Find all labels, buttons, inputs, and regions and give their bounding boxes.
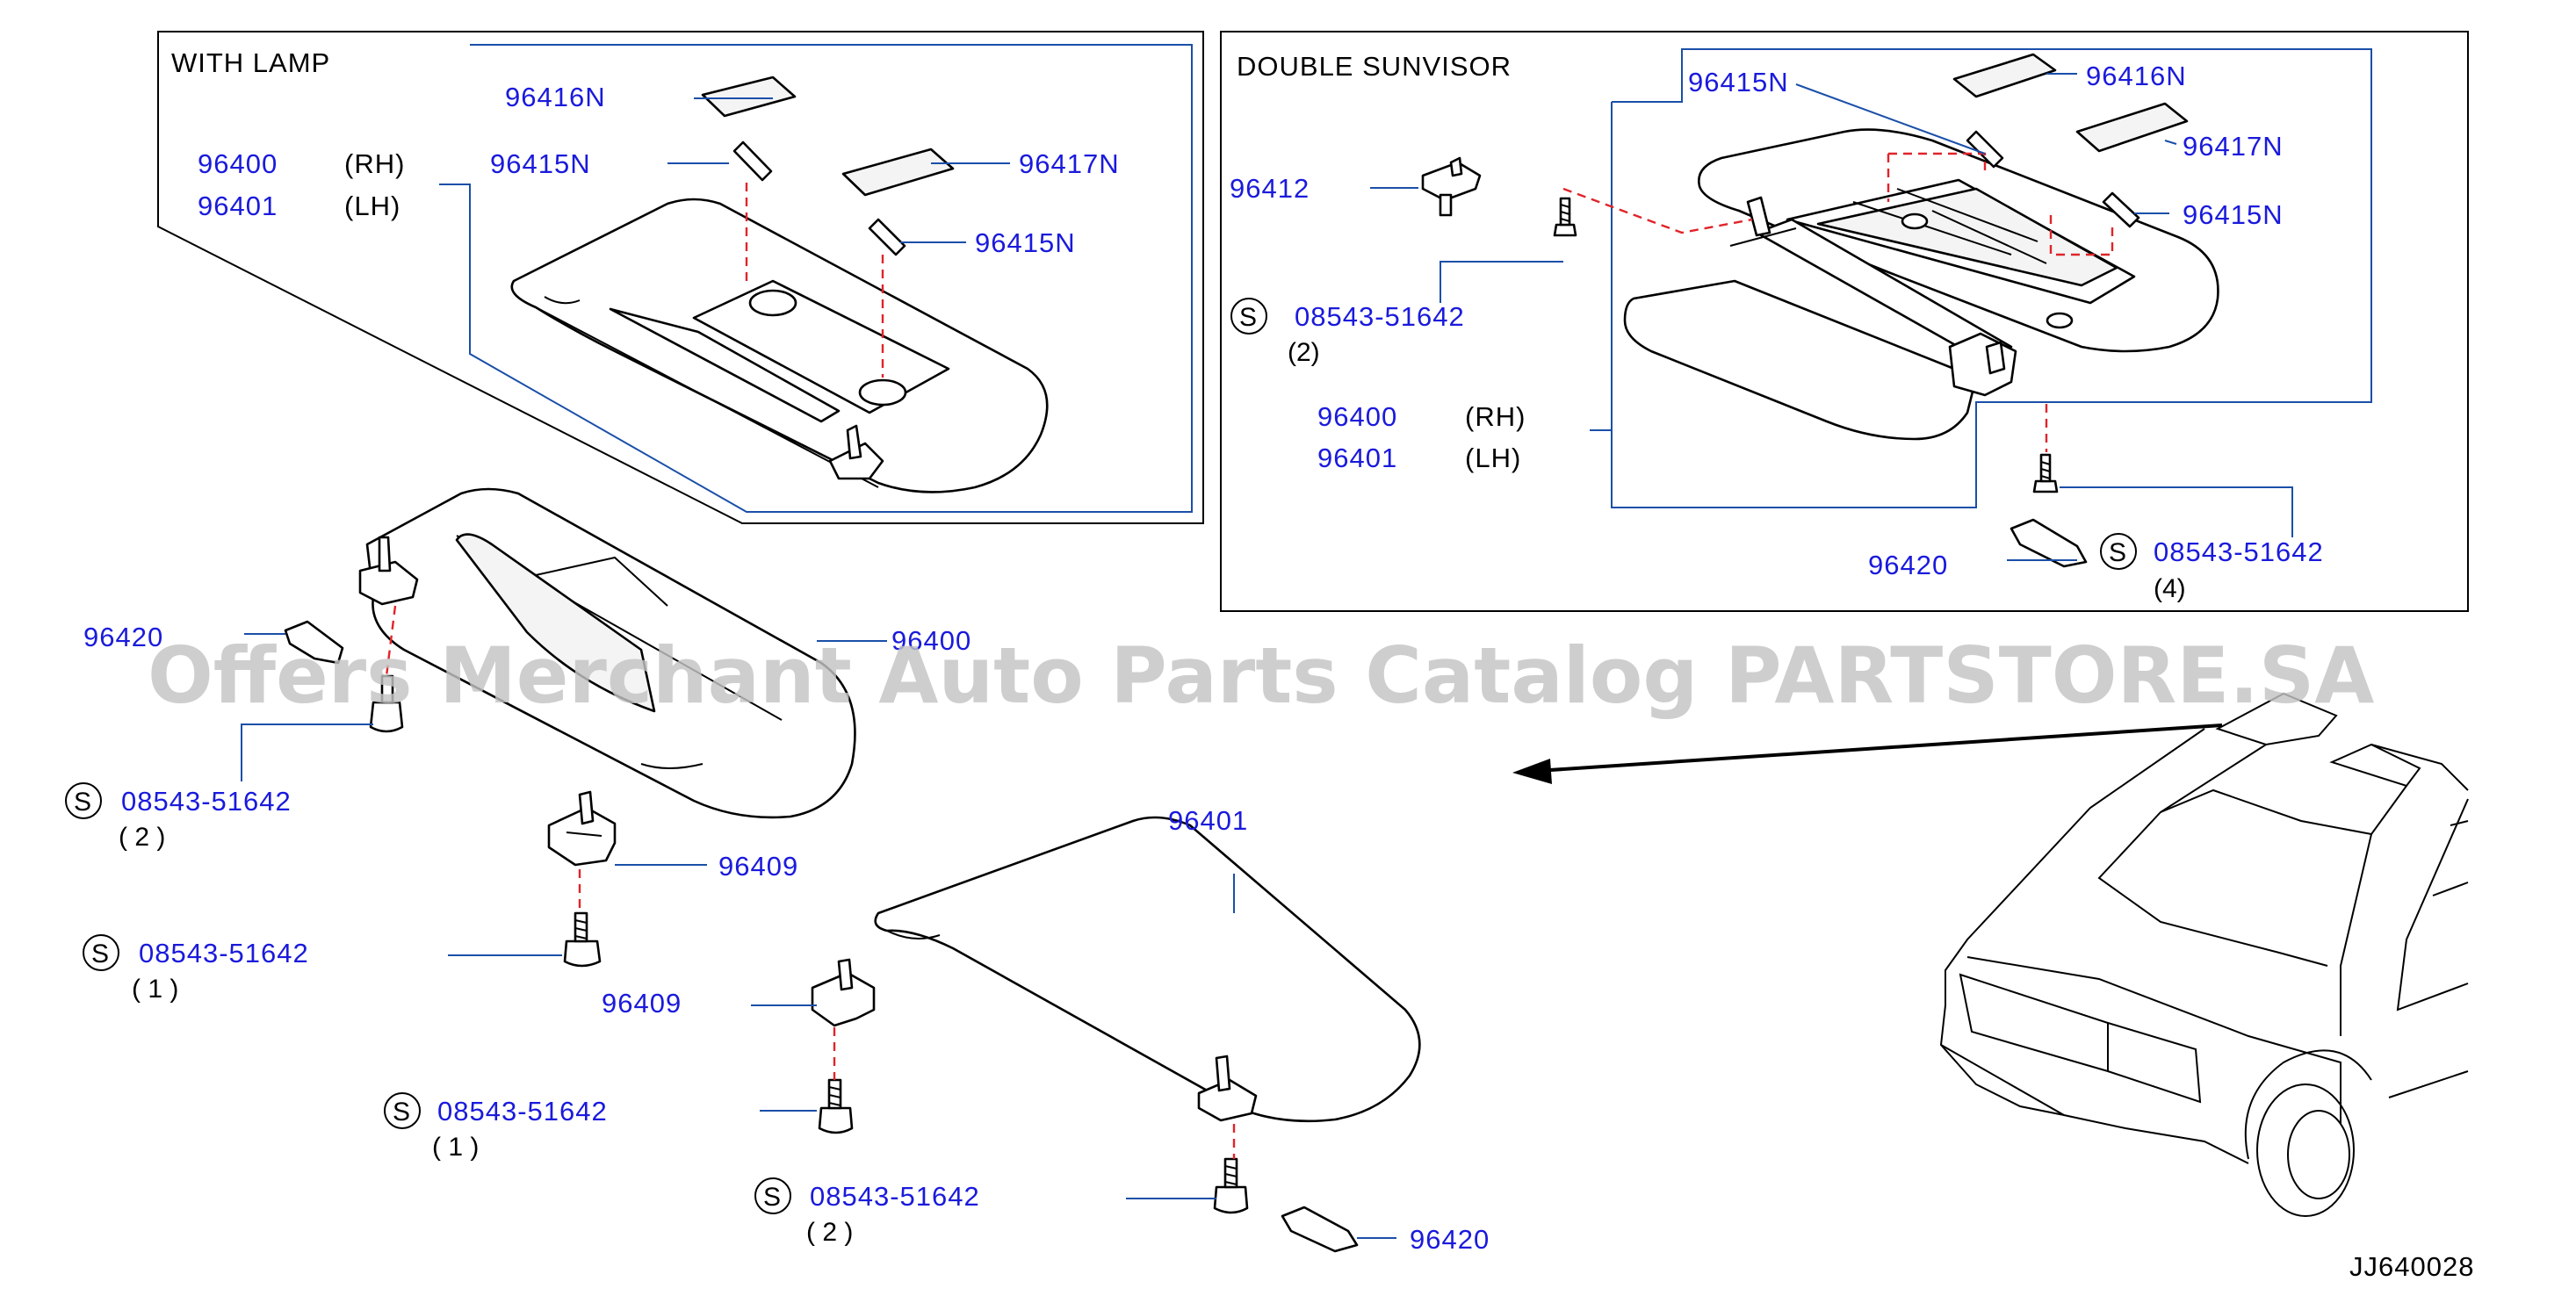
visor-with-lamp-illustration (510, 198, 1049, 493)
label-96415n: 96415N (1688, 67, 1789, 97)
pivot-bracket (358, 536, 419, 606)
label-96420: 96420 (83, 622, 163, 652)
label-96417n: 96417N (1019, 148, 1120, 179)
diagram-code: JJ640028 (2349, 1251, 2474, 1282)
symbol-s: S (74, 788, 91, 817)
label-96400: 96400 (1317, 401, 1397, 432)
double-visor-illustration (1623, 128, 2219, 441)
label-96409: 96409 (718, 851, 798, 882)
bulb-icon (732, 140, 773, 182)
label-96412: 96412 (1230, 173, 1310, 204)
vehicle-illustration (1939, 692, 2469, 1217)
double-sunvisor-bracket (1590, 48, 2372, 508)
label-screw-08543-51642: 08543-51642 (437, 1096, 608, 1127)
lamp-lens-96417n (2075, 102, 2189, 153)
visor-96401-illustration (874, 816, 1421, 1123)
label-96400: 96400 (198, 148, 278, 179)
with-lamp-title: WITH LAMP (171, 47, 330, 78)
symbol-s: S (763, 1183, 781, 1212)
lamp-lens-96417n (841, 148, 955, 197)
label-lh: (LH) (344, 191, 400, 221)
double-sunvisor-frame (1220, 31, 2469, 612)
label-96401: 96401 (1168, 805, 1248, 836)
symbol-s-circle (83, 934, 119, 971)
label-qty: ( 2 ) (119, 823, 165, 852)
label-96416n: 96416N (2086, 61, 2187, 91)
bulb-icon (2102, 191, 2140, 228)
label-96415n: 96415N (490, 148, 591, 179)
clip-96412 (1421, 156, 1482, 217)
lamp-lens-96416n (1952, 53, 2057, 98)
label-96401: 96401 (1317, 443, 1397, 473)
label-qty: ( 1 ) (132, 975, 178, 1004)
double-sunvisor-panel: DOUBLE SUNVISOR (1220, 31, 2469, 612)
clip-96420 (1281, 1206, 1359, 1253)
label-96415n: 96415N (2183, 199, 2284, 230)
symbol-s: S (393, 1098, 410, 1127)
visor-96400-illustration (365, 487, 856, 819)
label-screw-08543-51642: 08543-51642 (810, 1181, 980, 1212)
label-96400: 96400 (891, 625, 971, 656)
pivot-bracket (1197, 1055, 1258, 1122)
label-96420: 96420 (1410, 1224, 1490, 1255)
label-96417n: 96417N (2183, 131, 2284, 162)
symbol-s: S (1239, 303, 1257, 332)
symbol-s-circle (1230, 298, 1267, 335)
label-screw-08543-51642: 08543-51642 (1295, 301, 1465, 332)
label-screw-08543-51642: 08543-51642 (121, 786, 292, 817)
label-qty: (2) (1288, 338, 1320, 367)
symbol-s-circle (2100, 533, 2137, 570)
clip-96420 (2010, 518, 2088, 568)
label-96401: 96401 (198, 191, 278, 221)
symbol-s-circle (754, 1177, 791, 1214)
label-qty: ( 2 ) (806, 1218, 853, 1247)
symbol-s-circle (384, 1092, 421, 1129)
double-sunvisor-title: DOUBLE SUNVISOR (1237, 51, 1512, 82)
symbol-s: S (91, 939, 109, 968)
clip-96409 (547, 790, 617, 867)
symbol-s: S (2109, 538, 2126, 567)
pointer-arrow (1536, 723, 2223, 773)
label-lh: (LH) (1465, 443, 1521, 473)
clip-96409 (811, 958, 876, 1027)
screw-icon (2032, 453, 2059, 493)
label-rh: (RH) (344, 148, 405, 179)
screw-icon (1213, 1157, 1249, 1214)
label-screw-08543-51642: 08543-51642 (139, 938, 309, 968)
label-rh: (RH) (1465, 401, 1526, 432)
watermark: Offers Merchant Auto Parts Catalog PARTS… (148, 630, 2374, 721)
label-qty: (4) (2154, 574, 2186, 603)
label-96409: 96409 (602, 988, 682, 1019)
screw-icon (818, 1078, 854, 1134)
label-96420: 96420 (1868, 550, 1948, 580)
symbol-s-circle (65, 782, 102, 819)
label-qty: ( 1 ) (432, 1133, 479, 1162)
with-lamp-panel: WITH LAMP (157, 31, 1204, 524)
bulb-icon (1966, 130, 2004, 169)
main-assembly: 96420 96400 S 08543-51642 ( 2 ) 96409 S … (65, 487, 1490, 1255)
screw-icon (369, 674, 404, 733)
bulb-icon (868, 218, 906, 256)
label-screw-08543-51642: 08543-51642 (2154, 536, 2324, 567)
lamp-lens-96416n (701, 76, 797, 118)
label-96415n: 96415N (975, 227, 1076, 258)
clip-96420 (284, 620, 344, 665)
arrow-head-icon (1512, 759, 1552, 784)
screw-icon (1553, 197, 1577, 237)
screw-icon (563, 911, 602, 968)
with-lamp-frame (157, 31, 1204, 524)
label-96416n: 96416N (505, 82, 606, 112)
with-lamp-bracket (439, 44, 1193, 513)
